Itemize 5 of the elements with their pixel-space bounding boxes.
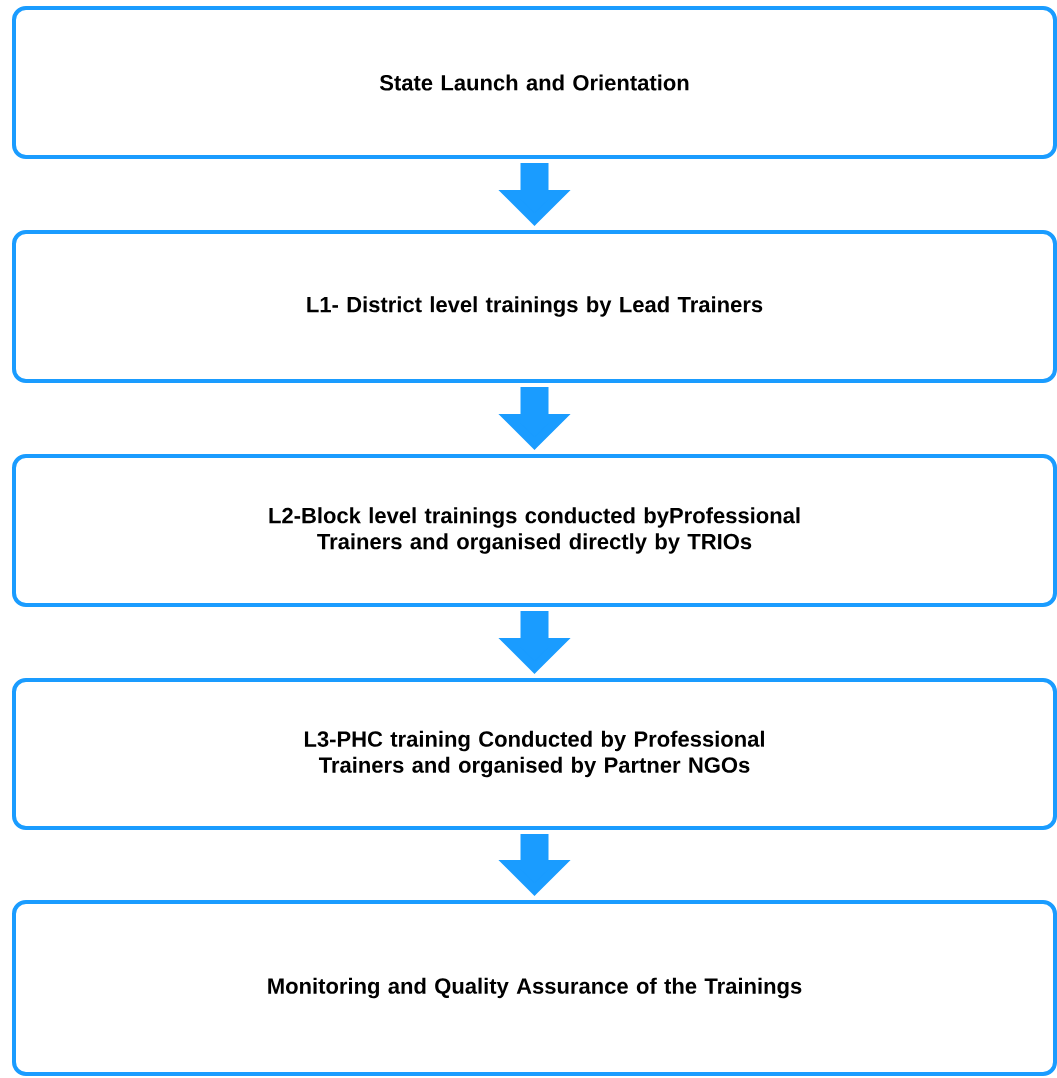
process-box: L3-PHC training Conducted by Professional Trainers and organised by Partner NGOs [12, 678, 1057, 830]
process-box: L1- District level trainings by Lead Trainers [12, 230, 1057, 383]
process-box: Monitoring and Quality Assurance of the Trainings [12, 900, 1057, 1076]
process-box: State Launch and Orientation [12, 6, 1057, 159]
process-box: L2-Block level trainings conducted byProfessional Trainers and organised directly by TRIOs [12, 454, 1057, 607]
